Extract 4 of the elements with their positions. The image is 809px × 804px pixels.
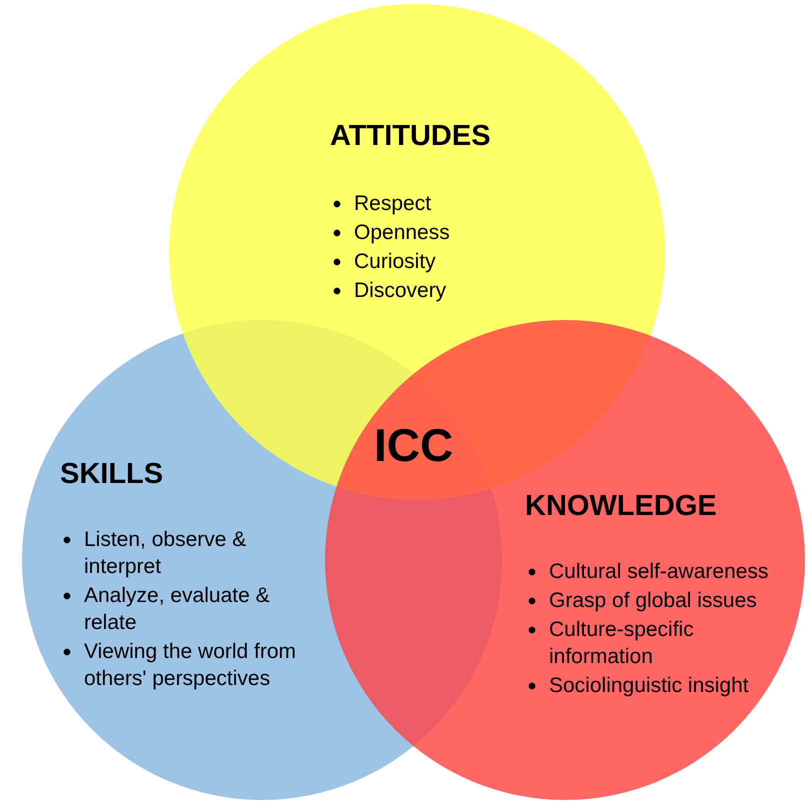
circle-heading: SKILLS <box>60 458 164 491</box>
center-label: ICC <box>374 418 454 472</box>
circle-heading: KNOWLEDGE <box>525 490 717 523</box>
circle-heading: ATTITUDES <box>330 120 491 153</box>
